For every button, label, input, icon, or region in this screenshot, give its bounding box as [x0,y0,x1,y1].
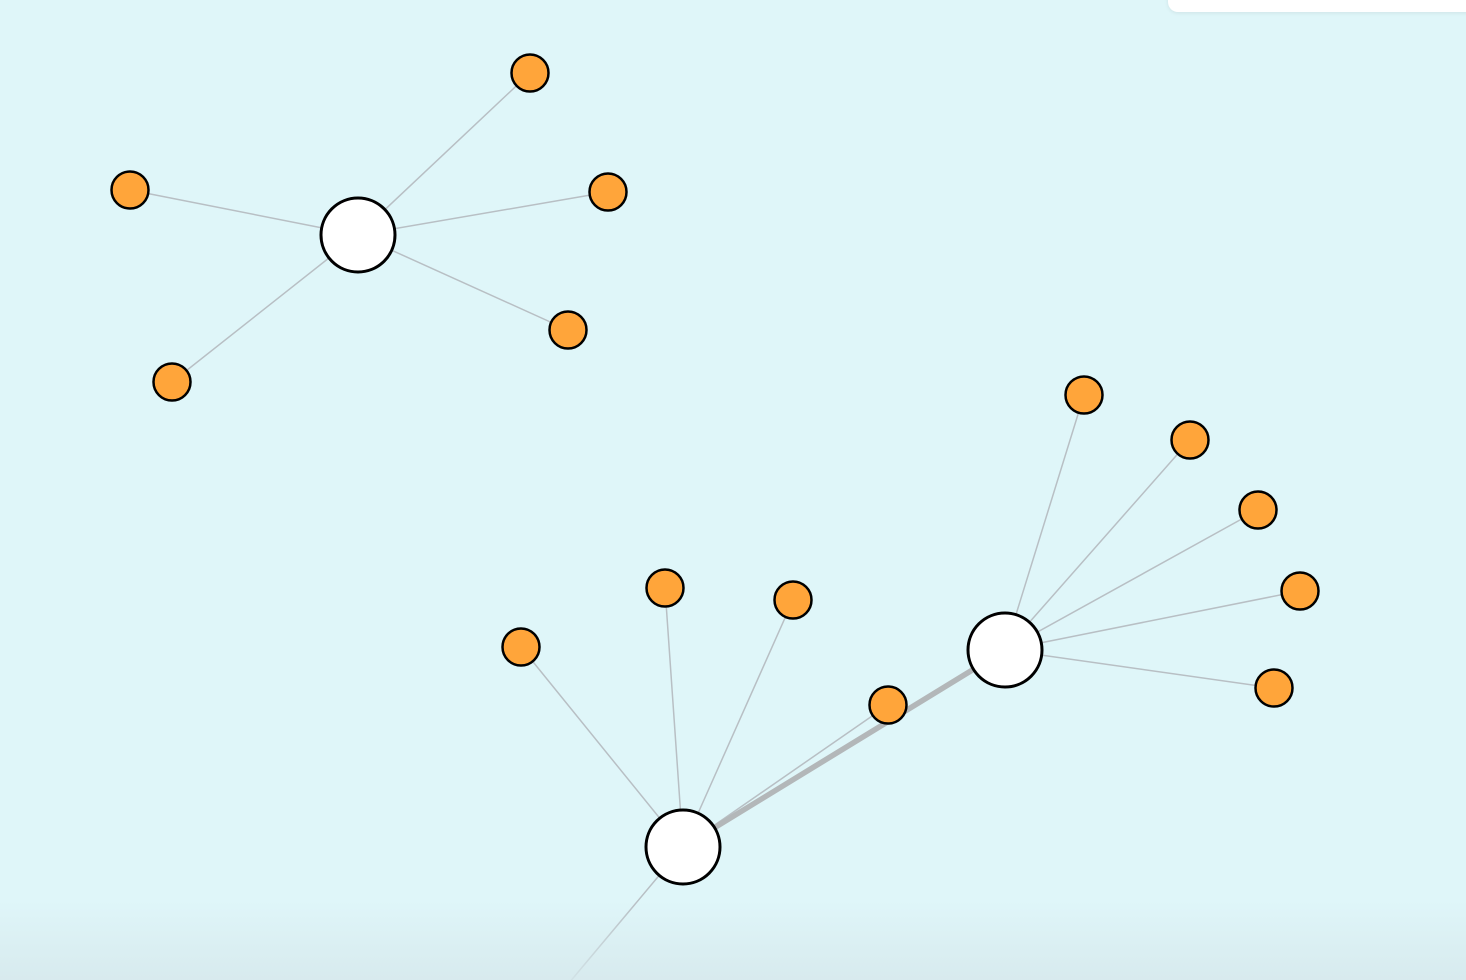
edge-hub-a-a1 [357,72,531,236]
leaf-node-b4[interactable] [1280,571,1320,611]
leaf-node-a1[interactable] [510,53,550,93]
leaf-node-c4[interactable] [868,685,908,725]
leaf-node-b3[interactable] [1238,490,1278,530]
edge-hub-b-b1 [1004,394,1085,651]
edge-hub-b-b5 [1004,649,1275,689]
edges-layer [129,72,1301,980]
leaf-node-c2[interactable] [773,580,813,620]
edge-hub-b-b2 [1004,439,1191,651]
leaf-node-a2[interactable] [110,170,150,210]
leaf-node-b2[interactable] [1170,420,1210,460]
edge-hub-a-a5 [171,234,359,383]
leaf-node-a3[interactable] [588,172,628,212]
edge-hub-c-c1 [664,587,684,848]
edge-hub-c-hub-b [680,647,1008,850]
leaf-node-b1[interactable] [1064,375,1104,415]
edge-hub-c-c2 [682,599,794,848]
edge-hub-a-a2 [129,189,359,236]
hub-node-hub-c[interactable] [644,808,722,886]
nodes-layer [110,53,1320,886]
leaf-node-a4[interactable] [548,310,588,350]
leaf-node-c3[interactable] [501,627,541,667]
leaf-node-a5[interactable] [152,362,192,402]
edge-hub-b-b3 [1004,509,1259,651]
leaf-node-c1[interactable] [645,568,685,608]
corner-panel [1168,0,1466,12]
hub-node-hub-a[interactable] [319,196,397,274]
edge-hub-a-a3 [357,191,609,236]
hub-node-hub-b[interactable] [966,611,1044,689]
edge-hub-b-b4 [1004,590,1301,651]
edge-hub-c-c3 [520,646,684,848]
leaf-node-b5[interactable] [1254,668,1294,708]
